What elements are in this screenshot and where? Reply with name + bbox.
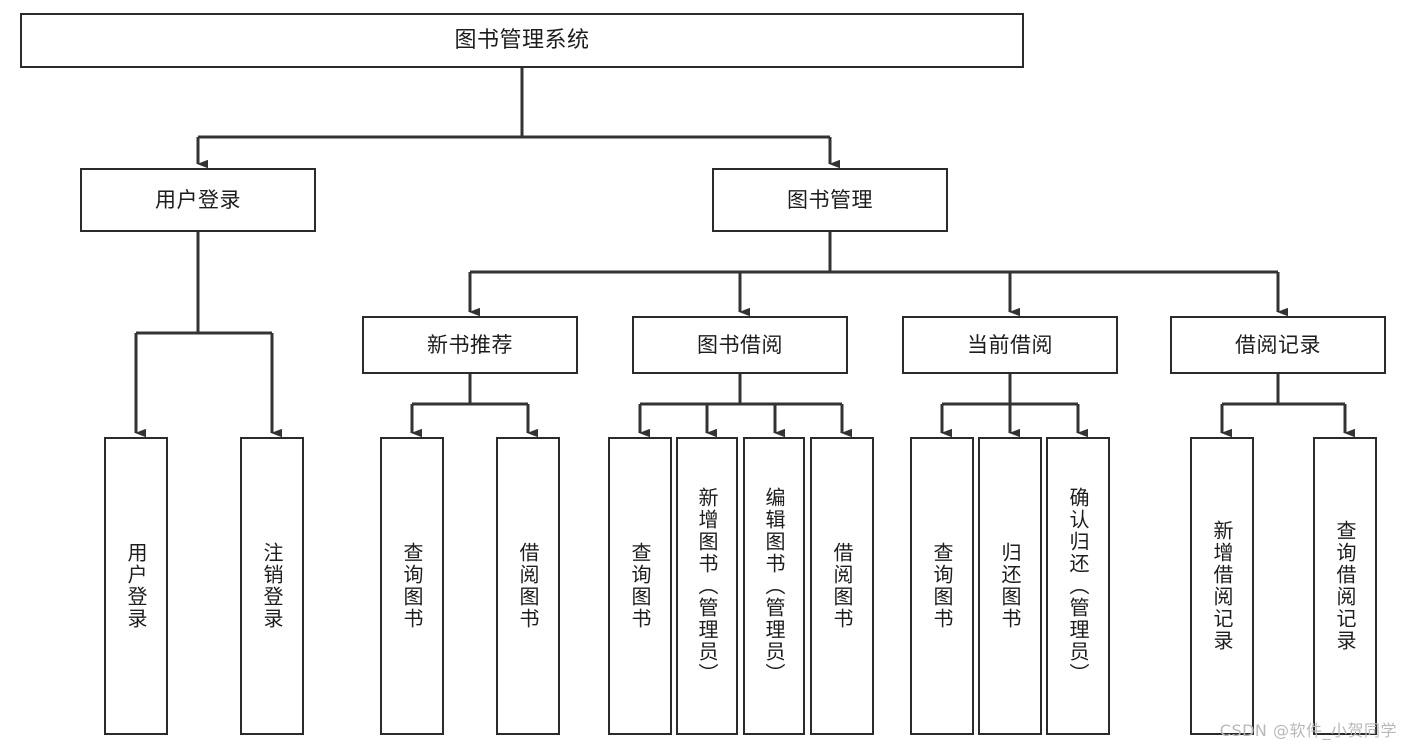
leaf-borrow-book-recommend[interactable]: 借阅图书 xyxy=(496,437,560,735)
node-new-book-recommend[interactable]: 新书推荐 xyxy=(362,316,578,374)
csdn-watermark: CSDN @软件_小贺同学 xyxy=(1219,721,1397,740)
node-label: 当前借阅 xyxy=(967,332,1053,357)
leaf-query-book-recommend[interactable]: 查询图书 xyxy=(380,437,444,735)
leaf-confirm-return-admin[interactable]: 确认归还（管理员） xyxy=(1046,437,1110,735)
node-label: 新书推荐 xyxy=(427,332,513,357)
leaf-query-borrow-record[interactable]: 查询借阅记录 xyxy=(1313,437,1377,735)
node-book-management[interactable]: 图书管理 xyxy=(712,168,948,232)
node-label: 查询图书 xyxy=(628,542,652,630)
leaf-borrow-book[interactable]: 借阅图书 xyxy=(810,437,874,735)
node-current-borrow[interactable]: 当前借阅 xyxy=(902,316,1118,374)
node-label: 查询图书 xyxy=(400,542,424,630)
node-label: 新增图书（管理员） xyxy=(695,487,719,685)
node-label: 新增借阅记录 xyxy=(1210,520,1234,652)
node-label: 借阅记录 xyxy=(1235,332,1321,357)
node-label: 查询图书 xyxy=(930,542,954,630)
node-label: 图书管理系统 xyxy=(454,27,590,53)
leaf-return-book[interactable]: 归还图书 xyxy=(978,437,1042,735)
leaf-add-borrow-record[interactable]: 新增借阅记录 xyxy=(1190,437,1254,735)
node-label: 借阅图书 xyxy=(516,542,540,630)
leaf-query-book-current[interactable]: 查询图书 xyxy=(910,437,974,735)
leaf-add-book-admin[interactable]: 新增图书（管理员） xyxy=(676,437,738,735)
node-label: 确认归还（管理员） xyxy=(1066,487,1090,685)
node-label: 编辑图书（管理员） xyxy=(762,487,786,685)
leaf-query-book-borrow[interactable]: 查询图书 xyxy=(608,437,672,735)
node-book-borrow[interactable]: 图书借阅 xyxy=(632,316,848,374)
node-label: 注销登录 xyxy=(260,542,284,630)
node-label: 用户登录 xyxy=(155,187,241,212)
leaf-edit-book-admin[interactable]: 编辑图书（管理员） xyxy=(743,437,805,735)
node-borrow-records[interactable]: 借阅记录 xyxy=(1170,316,1386,374)
node-label: 借阅图书 xyxy=(830,542,854,630)
node-label: 查询借阅记录 xyxy=(1333,520,1357,652)
leaf-user-login[interactable]: 用户登录 xyxy=(104,437,168,735)
node-label: 图书借阅 xyxy=(697,332,783,357)
node-label: 用户登录 xyxy=(124,542,148,630)
node-label: 归还图书 xyxy=(998,542,1022,630)
node-root-book-management-system[interactable]: 图书管理系统 xyxy=(20,13,1024,68)
node-label: 图书管理 xyxy=(787,187,873,212)
leaf-logout[interactable]: 注销登录 xyxy=(240,437,304,735)
node-user-login[interactable]: 用户登录 xyxy=(80,168,316,232)
